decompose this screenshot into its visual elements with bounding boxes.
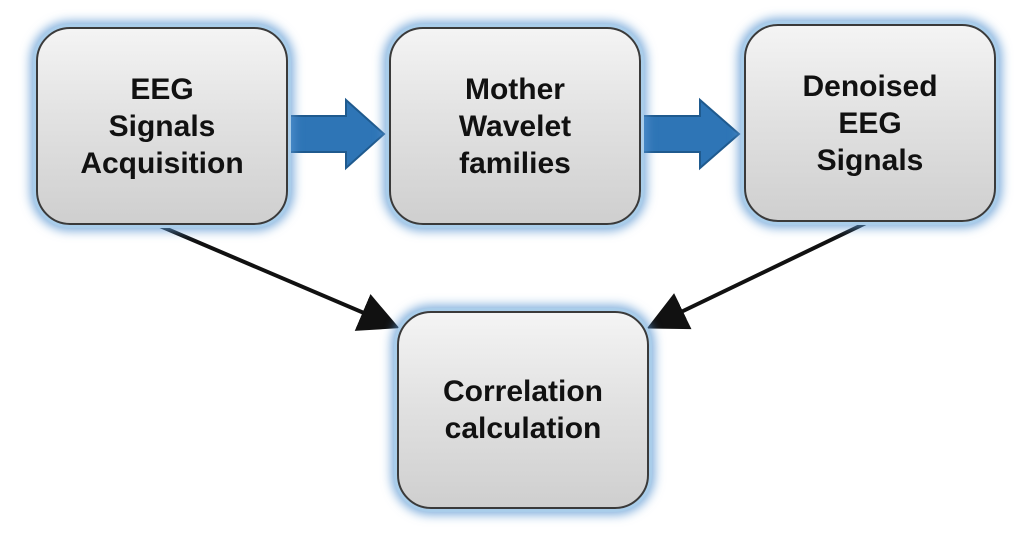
node-mother-wavelet-families: Mother Wavelet families [389,27,641,225]
arrow-acquisition-to-correlation [159,224,400,331]
arrow-denoised-to-correlation [646,221,867,330]
node-eeg-signals-acquisition: EEG Signals Acquisition [36,27,288,225]
node-label: Denoised EEG Signals [802,69,938,177]
node-label: Correlation calculation [442,375,604,445]
node-correlation-calculation: Correlation calculation [397,311,649,509]
block-arrow-wavelet-to-denoised [640,97,741,171]
node-denoised-eeg-signals: Denoised EEG Signals [744,24,996,222]
block-arrow-acquisition-to-wavelet [287,97,386,171]
node-label: Mother Wavelet families [458,72,572,180]
node-label: EEG Signals Acquisition [80,72,244,180]
